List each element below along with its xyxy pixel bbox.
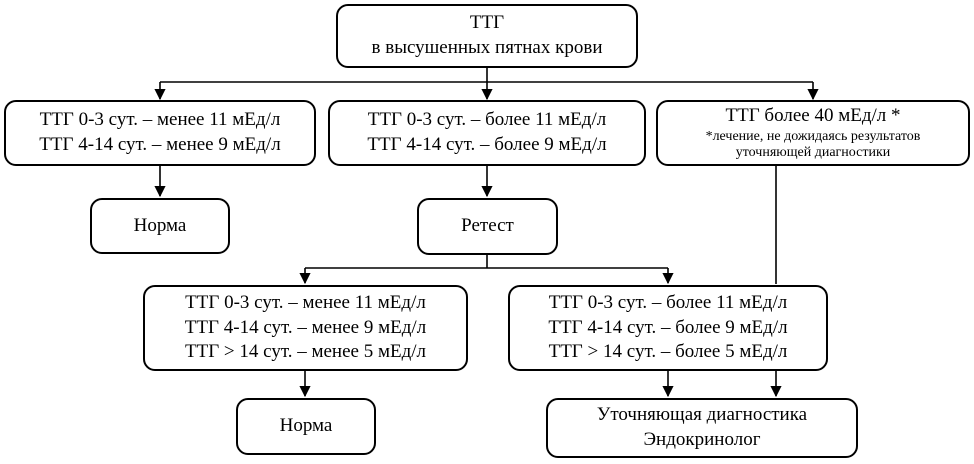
norma-bottom-box: Норма: [236, 398, 376, 455]
level2-right-line3: ТТГ > 14 сут. – более 5 мЕд/л: [548, 341, 788, 363]
root-subtitle: в высушенных пятнах крови: [371, 37, 603, 58]
final-line1: Уточняющая диагностика: [596, 404, 808, 426]
level1-left-line2: ТТГ 4-14 сут. – менее 9 мЕд/л: [39, 134, 281, 155]
level2-right-line1: ТТГ 0-3 сут. – более 11 мЕд/л: [548, 291, 788, 313]
level1-right-line1: ТТГ более 40 мЕд/л *: [725, 104, 901, 126]
level2-right-line2: ТТГ 4-14 сут. – более 9 мЕд/л: [548, 316, 788, 338]
final-box: Уточняющая диагностика Эндокринолог: [546, 398, 858, 458]
level1-right-note1: *лечение, не дожидаясь результатов: [705, 128, 921, 144]
level1-middle-box: ТТГ 0-3 сут. – более 11 мЕд/л ТТГ 4-14 с…: [328, 100, 646, 166]
final-line2: Эндокринолог: [643, 429, 761, 450]
level1-middle-line1: ТТГ 0-3 сут. – более 11 мЕд/л: [367, 109, 607, 131]
root-box: ТТГ в высушенных пятнах крови: [336, 4, 638, 68]
level2-left-line3: ТТГ > 14 сут. – менее 5 мЕд/л: [184, 341, 427, 363]
level1-left-line1: ТТГ 0-3 сут. – менее 11 мЕд/л: [39, 109, 281, 131]
norma-top-box: Норма: [90, 198, 230, 254]
norma-bottom-label: Норма: [279, 415, 333, 437]
level1-middle-line2: ТТГ 4-14 сут. – более 9 мЕд/л: [367, 134, 607, 155]
level1-left-box: ТТГ 0-3 сут. – менее 11 мЕд/л ТТГ 4-14 с…: [4, 100, 316, 166]
retest-box: Ретест: [417, 198, 558, 255]
level2-left-line2: ТТГ 4-14 сут. – менее 9 мЕд/л: [184, 316, 427, 338]
root-title: ТТГ: [469, 12, 505, 34]
norma-top-label: Норма: [133, 214, 187, 236]
level2-left-line1: ТТГ 0-3 сут. – менее 11 мЕд/л: [185, 291, 426, 313]
retest-label: Ретест: [461, 215, 514, 237]
level2-right-box: ТТГ 0-3 сут. – более 11 мЕд/л ТТГ 4-14 с…: [508, 285, 828, 371]
level2-left-box: ТТГ 0-3 сут. – менее 11 мЕд/л ТТГ 4-14 с…: [143, 285, 468, 371]
level1-right-note2: уточняющей диагностики: [735, 145, 891, 161]
level1-right-box: ТТГ более 40 мЕд/л * *лечение, не дожида…: [656, 100, 970, 166]
